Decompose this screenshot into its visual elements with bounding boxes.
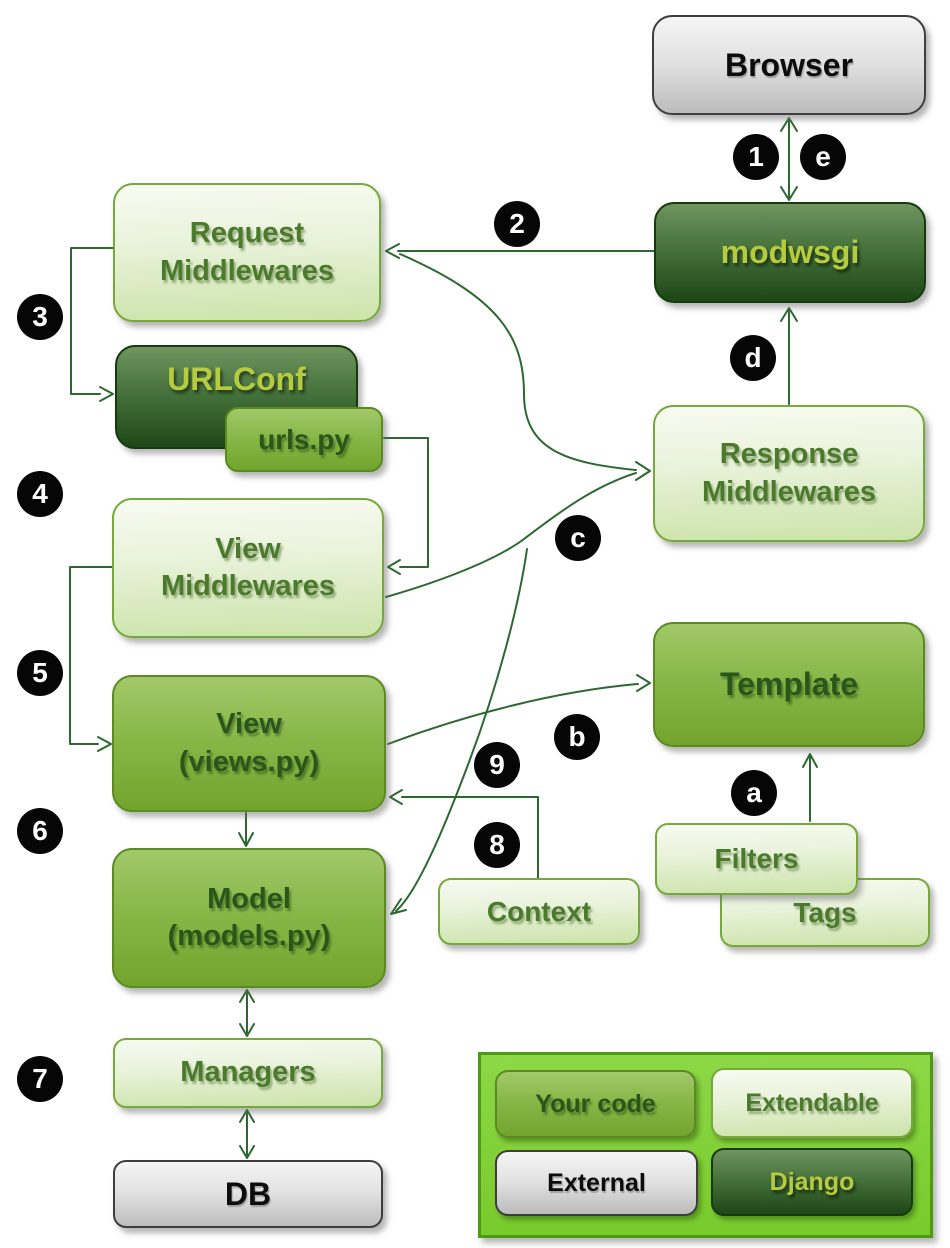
badge-9: 9	[474, 742, 520, 788]
badge-e: e	[800, 134, 846, 180]
node-template: Template	[653, 622, 925, 747]
node-view-line1: View	[216, 708, 282, 741]
node-tags-label: Tags	[793, 896, 857, 928]
badge-d: d	[730, 335, 776, 381]
badge-a: a	[731, 770, 777, 816]
legend-your-code-label: Your code	[535, 1089, 656, 1118]
edge-filters-template	[802, 753, 818, 822]
badge-1: 1	[733, 134, 779, 180]
node-request-middlewares-line1: Request	[189, 217, 305, 250]
node-filters-label: Filters	[714, 843, 799, 874]
legend-extendable-label: Extendable	[745, 1088, 879, 1117]
node-view-middlewares-line1: View	[215, 532, 281, 565]
edge-view-template	[387, 674, 651, 745]
node-response-middlewares-line1: Response	[719, 438, 859, 471]
edge-urlspy-viewmw	[383, 437, 429, 575]
node-response-middlewares-line2: Middlewares	[701, 475, 877, 508]
legend-item-external: External	[495, 1150, 698, 1216]
node-view-middlewares-line2: Middlewares	[160, 570, 336, 602]
node-view-line2: (views.py)	[178, 745, 320, 778]
badge-8: 8	[474, 822, 520, 868]
node-view: View (views.py)	[112, 675, 386, 812]
edge-managers-db	[239, 1109, 255, 1159]
node-browser-label: Browser	[724, 46, 854, 83]
edge-responsemw-modwsgi	[780, 307, 798, 405]
node-urlconf-label: URLConf	[167, 361, 306, 397]
node-response-middlewares: Response Middlewares	[653, 405, 925, 542]
edge-context-view	[389, 789, 539, 879]
badge-b: b	[554, 714, 600, 760]
node-model-line1: Model	[207, 882, 291, 915]
node-db: DB	[113, 1160, 383, 1228]
node-managers-label: Managers	[180, 1056, 316, 1089]
node-managers: Managers	[113, 1038, 383, 1108]
badge-5: 5	[17, 650, 63, 696]
edge-requestmw-urlconf	[70, 247, 114, 402]
node-context: Context	[438, 878, 640, 945]
node-urls-py-label: urls.py	[258, 423, 350, 455]
edge-viewmw-view	[69, 566, 113, 752]
edge-browser-modwsgi	[780, 117, 798, 201]
edge-junction-model	[390, 548, 528, 915]
badge-7: 7	[17, 1056, 63, 1102]
legend: Your code Extendable External Django	[478, 1052, 933, 1238]
node-request-middlewares: Request Middlewares	[113, 183, 381, 322]
legend-item-django: Django	[711, 1148, 913, 1216]
node-browser: Browser	[652, 15, 926, 115]
edge-view-model	[238, 812, 254, 847]
node-context-label: Context	[486, 895, 592, 927]
badge-c: c	[555, 515, 601, 561]
edge-requestmw-responsemw	[399, 253, 637, 471]
legend-item-extendable: Extendable	[711, 1068, 913, 1138]
node-template-label: Template	[719, 666, 859, 702]
node-modwsgi: modwsgi	[654, 202, 926, 303]
node-view-middlewares: View Middlewares	[112, 498, 384, 638]
legend-item-your-code: Your code	[495, 1070, 696, 1138]
node-request-middlewares-line2: Middlewares	[159, 254, 335, 287]
node-db-label: DB	[224, 1175, 272, 1212]
node-model: Model (models.py)	[112, 848, 386, 988]
badge-2: 2	[494, 201, 540, 247]
edge-viewmw-responsemw	[385, 461, 651, 598]
node-urls-py: urls.py	[225, 407, 383, 472]
node-modwsgi-label: modwsgi	[720, 234, 860, 270]
edge-modwsgi-requestmw	[385, 243, 655, 259]
edge-model-managers	[239, 989, 255, 1037]
badge-4: 4	[17, 471, 63, 517]
node-model-line2: (models.py)	[167, 920, 331, 952]
legend-external-label: External	[547, 1168, 646, 1197]
badge-6: 6	[17, 808, 63, 854]
legend-django-label: Django	[769, 1167, 855, 1196]
badge-3: 3	[17, 294, 63, 340]
node-filters: Filters	[655, 823, 858, 895]
